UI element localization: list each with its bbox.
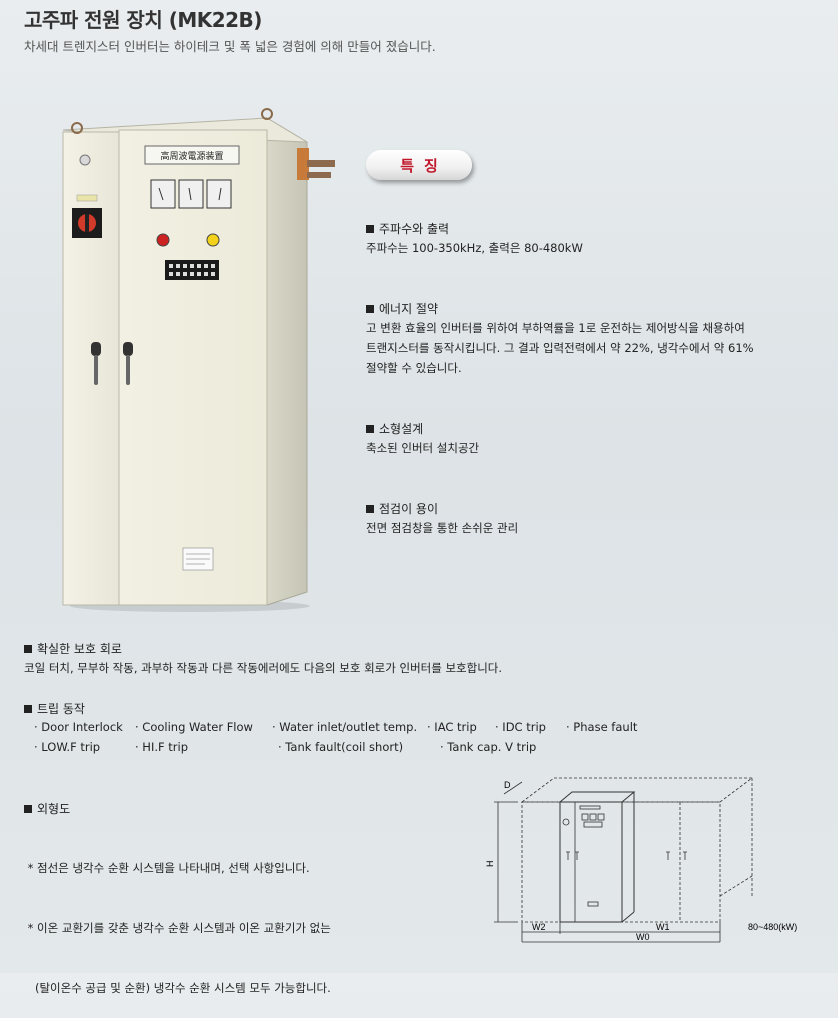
trip-item: · HI.F trip	[135, 740, 189, 754]
trip-item: · IAC trip	[427, 720, 477, 734]
dim-label-w2: W2	[532, 922, 546, 932]
bullet-square-icon	[366, 505, 374, 513]
dim-label-d: D	[504, 780, 511, 790]
bullet-square-icon	[24, 645, 32, 653]
trip-item: · Tank fault(coil short)	[278, 740, 404, 754]
protection-heading: 확실한 보호 회로	[24, 640, 122, 657]
bullet-square-icon	[366, 425, 374, 433]
dim-label-w1: W1	[656, 922, 670, 932]
bullet-square-icon	[366, 305, 374, 313]
outline-heading: 외형도	[24, 800, 70, 817]
bullet-square-icon	[366, 225, 374, 233]
dim-label-power: 80~480(kW)	[748, 922, 797, 932]
dim-label-h: H	[485, 861, 495, 868]
feature-heading-frequency: 주파수와 출력	[366, 220, 449, 237]
feature-text-compact: 축소된 인버터 설치공간	[366, 441, 480, 455]
feature-text-inspection: 전면 점검창을 통한 손쉬운 관리	[366, 521, 519, 535]
feature-heading-compact: 소형설계	[366, 420, 423, 437]
page-subtitle: 차세대 트렌지스터 인버터는 하이테크 및 폭 넓은 경험에 의해 만들어 졌습…	[24, 39, 436, 54]
bullet-square-icon	[24, 805, 32, 813]
trip-item: · Phase fault	[566, 720, 638, 734]
feature-heading-inspection: 점검이 용이	[366, 500, 438, 517]
page-title: 고주파 전원 장치 (MK22B)	[24, 8, 262, 32]
trip-item: · LOW.F trip	[34, 740, 101, 754]
trip-item: · Cooling Water Flow	[135, 720, 253, 734]
protection-text: 코일 터치, 무부하 작동, 과부하 작동과 다른 작동에러에도 다음의 보호 …	[24, 661, 503, 675]
trip-item: · Door Interlock	[34, 720, 123, 734]
cabinet-plate-text: 高周波電源装置	[160, 150, 223, 162]
trip-item: · Water inlet/outlet temp.	[272, 720, 418, 734]
power-cabinet-image: 高周波電源装置	[62, 108, 335, 612]
trip-heading: 트립 동작	[24, 700, 85, 717]
feature-text-energy: 고 변환 효율의 인버터를 위하여 부하역률을 1로 운전하는 제어방식을 채용…	[366, 321, 754, 375]
trip-item: · IDC trip	[495, 720, 546, 734]
dim-label-w0: W0	[636, 932, 650, 942]
outline-text: * 점선은 냉각수 순환 시스템을 나타내며, 선택 사항입니다. * 이온 교…	[24, 861, 331, 995]
trip-item: · Tank cap. V trip	[440, 740, 537, 754]
feature-text-frequency: 주파수는 100-350kHz, 출력은 80-480kW	[366, 241, 583, 255]
outline-diagram: D H W2 W1 W0 80~480(kW)	[485, 777, 797, 943]
bullet-square-icon	[24, 705, 32, 713]
feature-heading-energy: 에너지 절약	[366, 300, 438, 317]
features-badge: 특징	[366, 150, 472, 180]
